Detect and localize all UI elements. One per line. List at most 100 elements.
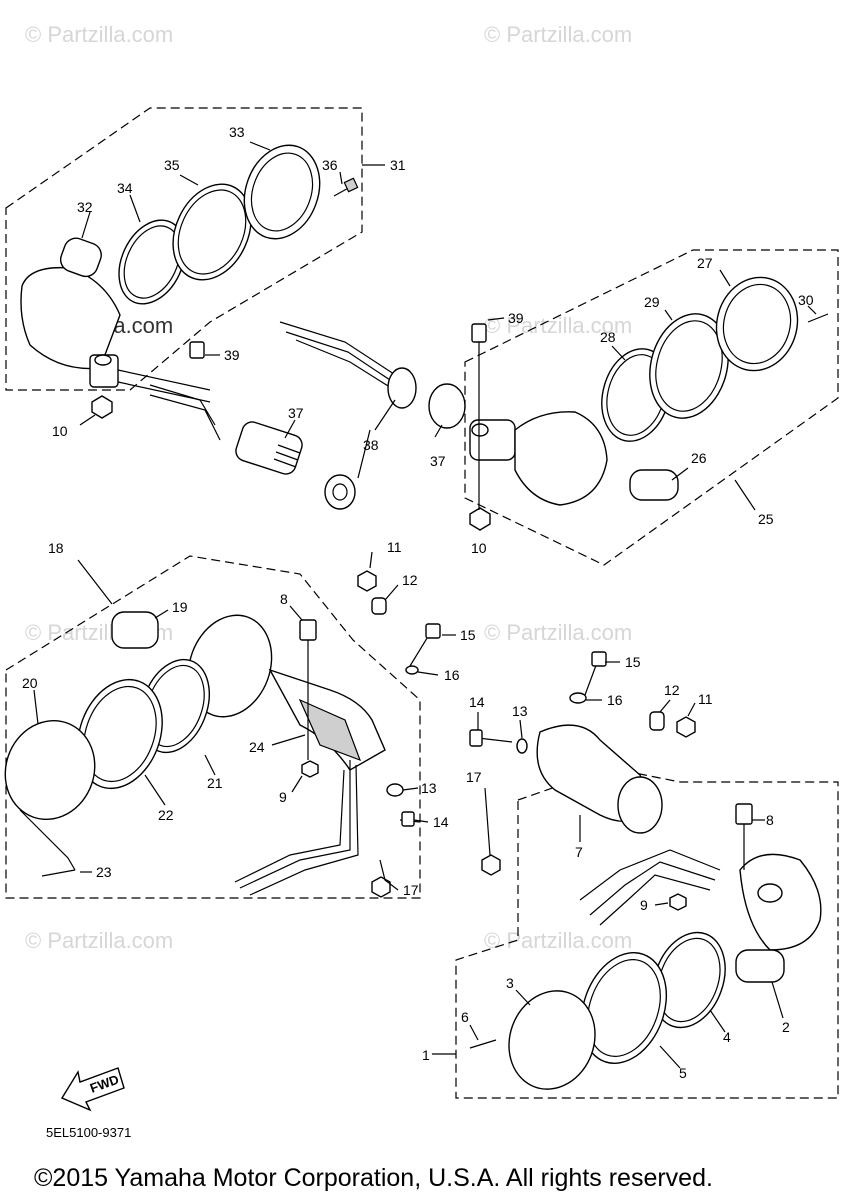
leader-lines	[19, 141, 817, 1069]
screw-6	[469, 1039, 497, 1049]
watermark: © Partzilla.com	[484, 620, 632, 645]
group-outlines	[5, 107, 839, 1099]
callout-20: 20	[22, 675, 38, 691]
callout-34: 34	[117, 180, 133, 196]
callout-9-left: 9	[279, 789, 287, 805]
callout-10-right: 10	[471, 540, 487, 556]
watermark: © Partzilla.com	[484, 928, 632, 953]
leader-32	[81, 211, 91, 239]
nut-11-right	[676, 716, 696, 738]
callout-1: 1	[422, 1047, 430, 1063]
nut-9-left	[301, 760, 319, 778]
stay-top-right-hole	[471, 423, 489, 437]
rim-5-inner	[587, 958, 661, 1058]
group-outline-1	[455, 767, 839, 1099]
callout-18: 18	[48, 540, 64, 556]
callout-11-right: 11	[698, 691, 713, 707]
callout-17-right: 17	[466, 769, 482, 785]
sleeve-37-threads	[273, 444, 301, 468]
callout-32: 32	[77, 199, 93, 215]
fwd-arrow-shape	[60, 1067, 125, 1112]
leader-19	[154, 609, 169, 619]
lens-20	[4, 719, 96, 821]
sleeve-37-left	[235, 421, 303, 475]
leader-27	[719, 269, 731, 287]
bolt-8-left	[299, 619, 317, 641]
leader-24	[271, 734, 306, 746]
leader-13-right	[519, 719, 523, 739]
rim-35	[172, 183, 252, 281]
leader-11-right	[687, 702, 696, 717]
callout-2: 2	[782, 1019, 790, 1035]
leader-5	[659, 1045, 681, 1069]
gasket-34-inner	[123, 225, 181, 299]
callout-15-left: 15	[460, 627, 476, 643]
grommet-38	[387, 367, 417, 409]
callout-22: 22	[158, 807, 174, 823]
callout-4: 4	[723, 1029, 731, 1045]
callout-38: 38	[363, 437, 379, 453]
nut-10-left	[91, 395, 113, 419]
wire-harness-top-right	[279, 321, 405, 397]
callout-5: 5	[679, 1065, 687, 1081]
nut-11-left	[357, 570, 377, 592]
leader-25	[734, 479, 756, 511]
rim-29-inner	[655, 320, 723, 412]
leader-8-left	[289, 605, 303, 621]
callout-11-left: 11	[387, 539, 402, 555]
wire-harness-bottom-left	[234, 760, 359, 896]
callout-8-left: 8	[280, 591, 288, 607]
callout-39-right: 39	[508, 310, 524, 326]
turn-signal-assembly-top-left	[20, 144, 359, 510]
callout-31: 31	[390, 157, 406, 173]
callout-16-left: 16	[444, 667, 460, 683]
callout-13-left: 13	[421, 780, 437, 796]
lens-3	[508, 990, 596, 1090]
leader-30	[807, 305, 817, 315]
leader-2	[771, 981, 784, 1019]
fwd-arrow: FWD	[60, 1067, 125, 1112]
turn-signal-assembly-bottom-left	[4, 570, 441, 898]
bolt-15-left-head	[425, 623, 441, 639]
nut-17-left	[371, 876, 391, 898]
callout-33: 33	[229, 124, 245, 140]
diagram-code: 5EL5100-9371	[46, 1125, 131, 1140]
lens-housing-rear	[20, 266, 121, 370]
callout-12-right: 12	[664, 682, 680, 698]
leader-11-left	[369, 551, 373, 569]
callout-35: 35	[164, 157, 180, 173]
callout-13-right: 13	[512, 703, 528, 719]
callout-23: 23	[96, 864, 112, 880]
callout-25: 25	[758, 511, 774, 527]
housing-rear-1	[739, 853, 822, 951]
leader-39-right	[487, 317, 505, 321]
nut-38-left-inner	[332, 483, 348, 501]
leader-37-right	[434, 424, 443, 438]
leader-36	[339, 171, 343, 185]
leader-26	[671, 467, 689, 481]
collar-12-right	[649, 711, 665, 731]
callout-10-left: 10	[52, 423, 68, 439]
washer-13-right	[516, 738, 528, 754]
callout-24: 24	[249, 739, 265, 755]
copyright-notice: ©2015 Yamaha Motor Corporation, U.S.A. A…	[34, 1164, 713, 1192]
leader-28	[611, 345, 626, 361]
screw-36-head	[343, 177, 359, 193]
callout-30: 30	[798, 292, 814, 308]
leader-16-left	[417, 671, 439, 676]
lens-33-inner	[250, 152, 314, 232]
callout-29: 29	[644, 294, 660, 310]
leader-10-left	[79, 414, 96, 426]
callout-28: 28	[600, 329, 616, 345]
leader-29	[664, 309, 673, 321]
bolt-14-right	[477, 737, 513, 743]
leader-23-a	[19, 809, 76, 871]
bolt-39-top-left	[189, 341, 205, 359]
leader-12-right	[659, 699, 671, 713]
leader-37-left	[284, 419, 296, 439]
leader-14-left	[413, 819, 429, 823]
lens-33	[243, 144, 321, 240]
rim-22	[77, 678, 163, 790]
leader-20	[33, 689, 39, 725]
group-outline-25	[464, 249, 839, 566]
